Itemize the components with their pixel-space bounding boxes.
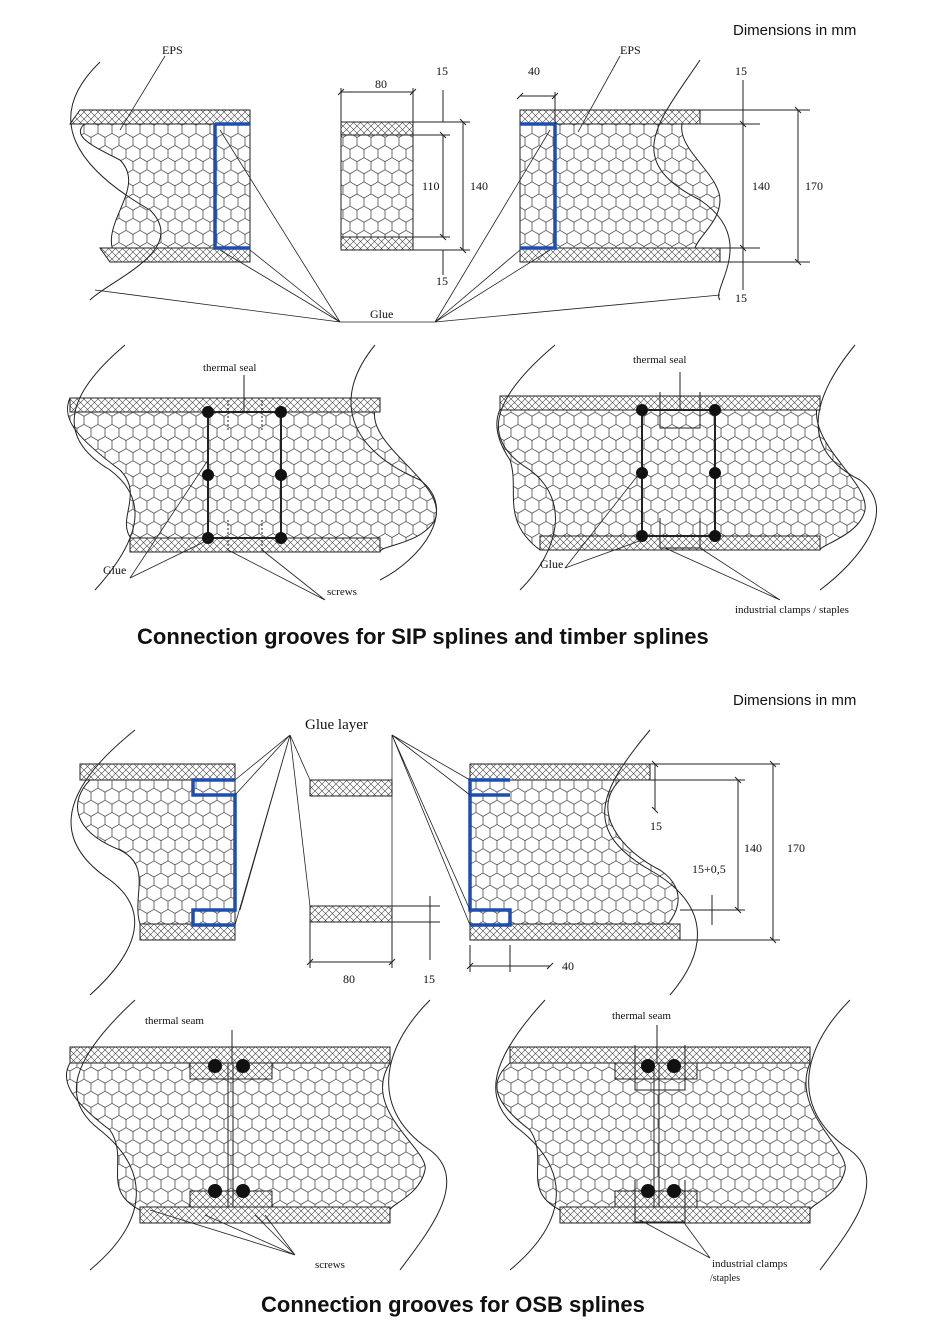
dim-15-top-right: 15	[735, 64, 747, 78]
osb-panel-left	[70, 729, 237, 996]
dim-140-groove: 140	[744, 841, 762, 855]
dim-80-osb: 80	[343, 972, 355, 986]
dim-15-bottom-right: 15	[735, 291, 747, 305]
label-eps-left: EPS	[162, 43, 183, 57]
label-glue-bottom-right: Glue	[540, 557, 563, 571]
bottom-labels: Glue layer 15 140 170 15+0,5 80 15 40 th…	[145, 717, 805, 1284]
label-eps-right: EPS	[620, 43, 641, 57]
assembly-osb-screws	[65, 999, 448, 1271]
dimensions-note-bottom: Dimensions in mm	[733, 692, 857, 709]
spline-groove-outline	[191, 778, 237, 927]
dim-40-groove: 40	[562, 959, 574, 973]
caption-osb: Connection grooves for OSB splines	[261, 1292, 645, 1317]
dim-170-panel-b: 170	[787, 841, 805, 855]
dimensions-note-top: Dimensions in mm	[733, 22, 857, 39]
dim-15-osb: 15	[650, 819, 662, 833]
caption-sip-timber: Connection grooves for SIP splines and t…	[137, 624, 709, 649]
dim-15-osb-thickness: 15	[423, 972, 435, 986]
assembly-sip-spline	[66, 344, 438, 601]
label-thermal-seam-left: thermal seam	[145, 1015, 204, 1027]
dim-80: 80	[375, 77, 387, 91]
label-thermal-seal-left: thermal seal	[203, 362, 256, 374]
dim-140-panel: 140	[752, 179, 770, 193]
label-clamps-line2: /staples	[710, 1273, 740, 1284]
label-clamps-line1: industrial clamps	[712, 1258, 787, 1270]
label-clamps: industrial clamps / staples	[735, 604, 849, 616]
dim-110: 110	[422, 179, 440, 193]
label-screws: screws	[327, 586, 357, 598]
assembly-timber-spline	[496, 344, 878, 601]
spline-groove-outline	[213, 122, 250, 250]
glue-layer-leaders	[234, 734, 471, 926]
dim-tolerance: 15+0,5	[692, 862, 726, 876]
label-screws-bottom: screws	[315, 1259, 345, 1271]
label-thermal-seal-right: thermal seal	[633, 354, 686, 366]
dim-40: 40	[528, 64, 540, 78]
dim-15-top-mid: 15	[436, 64, 448, 78]
sip-panel-right	[516, 59, 810, 301]
osb-splines	[306, 779, 440, 968]
label-glue-bottom-left: Glue	[103, 563, 126, 577]
assembly-osb-clamps	[495, 999, 868, 1271]
sip-panel-left	[69, 61, 251, 301]
glue-leaders	[94, 55, 721, 323]
dim-140-spline: 140	[470, 179, 488, 193]
sip-spline	[337, 88, 470, 275]
top-labels: EPS EPS Glue 80 40 15 15 110 140 15 140 …	[103, 43, 849, 616]
dim-15-bottom-mid: 15	[436, 274, 448, 288]
label-glue: Glue	[370, 307, 393, 321]
dim-170-panel: 170	[805, 179, 823, 193]
label-thermal-seam-right: thermal seam	[612, 1010, 671, 1022]
spline-groove-outline	[468, 778, 512, 927]
osb-panel-right	[466, 729, 780, 996]
spline-groove-outline	[520, 122, 557, 250]
label-glue-layer: Glue layer	[305, 717, 368, 733]
